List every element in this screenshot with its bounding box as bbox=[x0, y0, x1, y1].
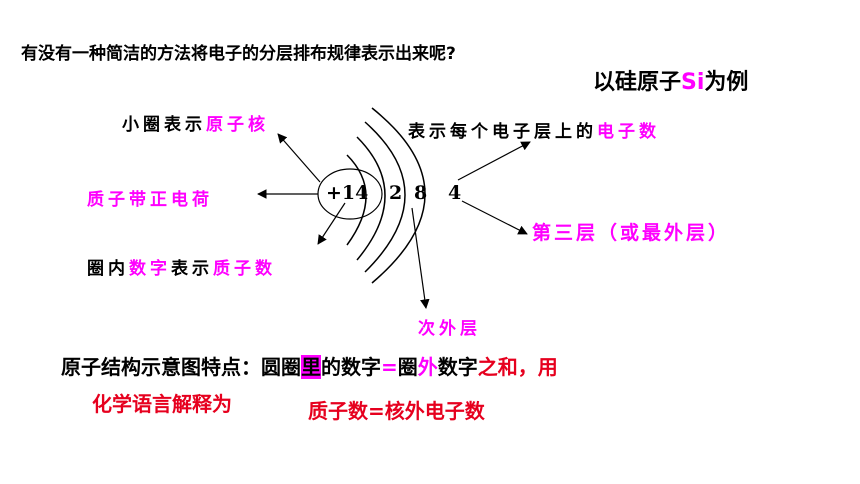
nucleus-charge: +14 bbox=[326, 182, 369, 204]
shell-arc-4 bbox=[371, 107, 426, 284]
second-layer-label: 次外层 bbox=[418, 319, 481, 339]
arrow-to-nucleus-label bbox=[277, 133, 321, 183]
third-layer-label: 第三层（或最外层） bbox=[532, 222, 731, 244]
shell-count-prefix: 表示每个电子层上的 bbox=[408, 122, 597, 142]
arrow-to-shell-count bbox=[457, 141, 531, 181]
chem-language-label: 化学语言解释为 bbox=[92, 392, 232, 416]
positive-charge-label: 质子带正电荷 bbox=[87, 190, 213, 210]
example-title: 以硅原子Si为例 bbox=[593, 64, 748, 96]
shell-count-label: 表示每个电子层上的电子数 bbox=[408, 117, 660, 142]
example-prefix: 以硅原子 bbox=[593, 70, 682, 95]
shell-3-electrons: 4 bbox=[448, 182, 462, 204]
feature-line-2: 化学语言解释为 bbox=[92, 388, 232, 417]
feature-text-outside: 外 bbox=[417, 355, 438, 379]
shell-arc-1 bbox=[346, 154, 367, 246]
proton-label: 圈内数字表示质子数 bbox=[87, 254, 276, 279]
feature-text-eq: = bbox=[381, 355, 398, 379]
shell-arc-3 bbox=[364, 121, 406, 273]
feature-text-inside: 里 bbox=[301, 355, 321, 379]
inner-mid: 表示 bbox=[171, 259, 213, 279]
feature-text-f: 数字 bbox=[437, 355, 478, 379]
proton-electron-equation: 质子数=核外电子数 bbox=[308, 399, 485, 423]
arrow-to-second-layer bbox=[411, 207, 430, 309]
feature-text-d: 圈 bbox=[397, 355, 418, 379]
small-circle-label: 小圈表示原子核 bbox=[122, 110, 269, 135]
inner-mid-term: 数字 bbox=[129, 259, 171, 279]
question-heading: 有没有一种简洁的方法将电子的分层排布规律表示出来呢? bbox=[21, 44, 456, 64]
feature-text-c: 的数字 bbox=[321, 355, 381, 379]
example-suffix: 为例 bbox=[704, 70, 749, 95]
shell-2-electrons: 8 bbox=[414, 182, 428, 204]
shell-count-term: 电子数 bbox=[597, 122, 660, 142]
shell-1-electrons: 2 bbox=[389, 182, 403, 204]
feature-line-1: 原子结构示意图特点：圆圈里的数字=圈外数字之和，用 bbox=[61, 351, 558, 380]
small-circle-term: 原子核 bbox=[206, 115, 269, 135]
inner-prefix: 圈内 bbox=[87, 259, 129, 279]
arrow-to-third-layer bbox=[461, 200, 528, 235]
arrow-to-proton-label bbox=[317, 202, 346, 245]
inner-term: 质子数 bbox=[213, 259, 276, 279]
shell-arc-2 bbox=[356, 136, 386, 261]
feature-text-a: 原子结构示意图特点：圆圈 bbox=[61, 355, 301, 379]
small-circle-prefix: 小圈表示 bbox=[122, 115, 206, 135]
example-symbol: Si bbox=[681, 70, 705, 95]
feature-text-sum: 之和，用 bbox=[477, 355, 558, 379]
